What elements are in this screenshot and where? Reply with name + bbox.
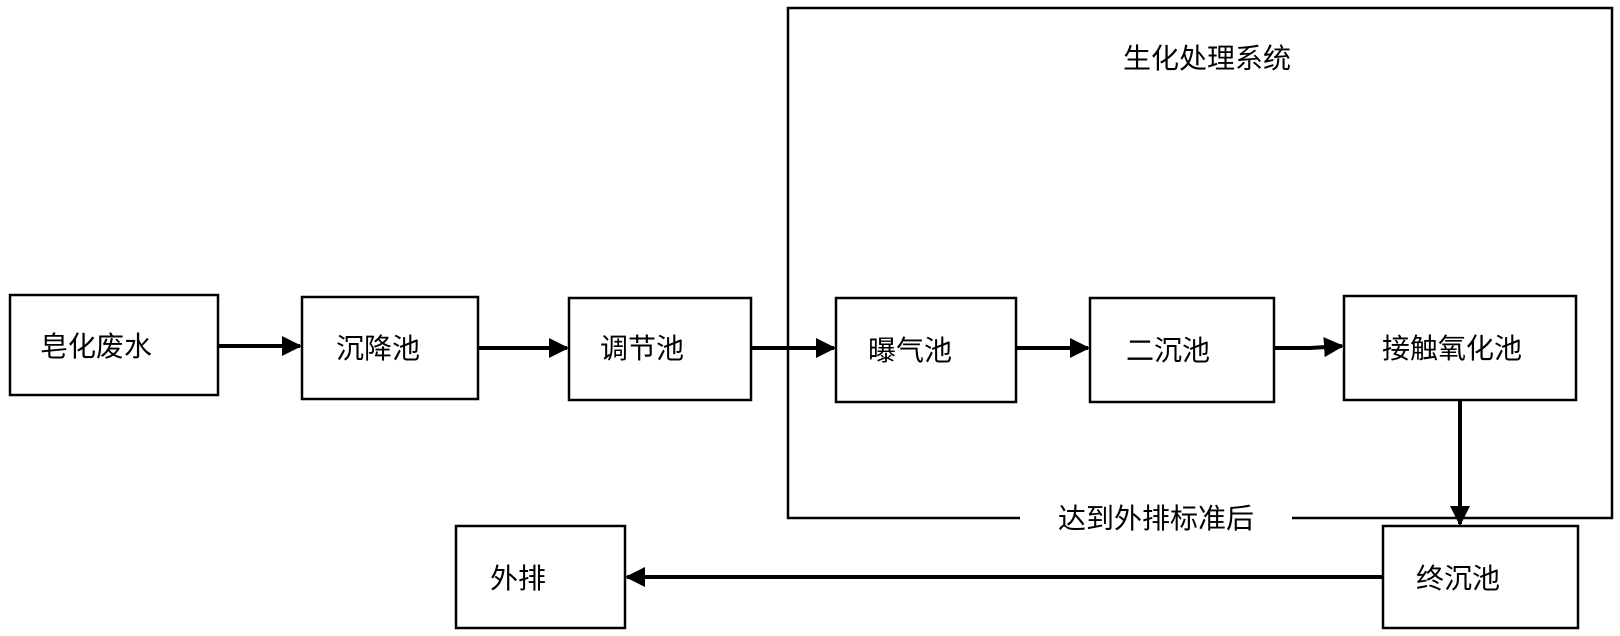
node-label: 二沉池 <box>1126 334 1210 367</box>
node-settling-tank: 沉降池 <box>300 295 480 401</box>
node-label: 调节池 <box>600 332 684 365</box>
arrow-secondary-to-contact-oxidation <box>1274 337 1344 358</box>
discharge-standard-label: 达到外排标准后 <box>1058 502 1254 535</box>
node-aeration-tank: 曝气池 <box>834 296 1018 404</box>
node-regulating-tank: 调节池 <box>567 296 753 402</box>
node-label: 接触氧化池 <box>1382 332 1522 365</box>
node-discharge: 外排 <box>454 524 627 630</box>
node-saponification-wastewater: 皂化废水 <box>8 293 220 397</box>
node-secondary-clarifier: 二沉池 <box>1088 296 1276 404</box>
node-label: 外排 <box>490 562 546 595</box>
node-label: 沉降池 <box>336 332 420 365</box>
group-title: 生化处理系统 <box>1123 42 1291 75</box>
node-contact-oxidation-tank: 接触氧化池 <box>1342 294 1578 402</box>
node-label: 终沉池 <box>1416 562 1500 595</box>
node-label: 皂化废水 <box>40 330 152 363</box>
node-final-settling-tank: 终沉池 <box>1381 524 1580 630</box>
node-label: 曝气池 <box>868 334 952 367</box>
edge-label-background <box>1020 505 1292 535</box>
biochemical-treatment-system-group <box>786 6 1614 520</box>
